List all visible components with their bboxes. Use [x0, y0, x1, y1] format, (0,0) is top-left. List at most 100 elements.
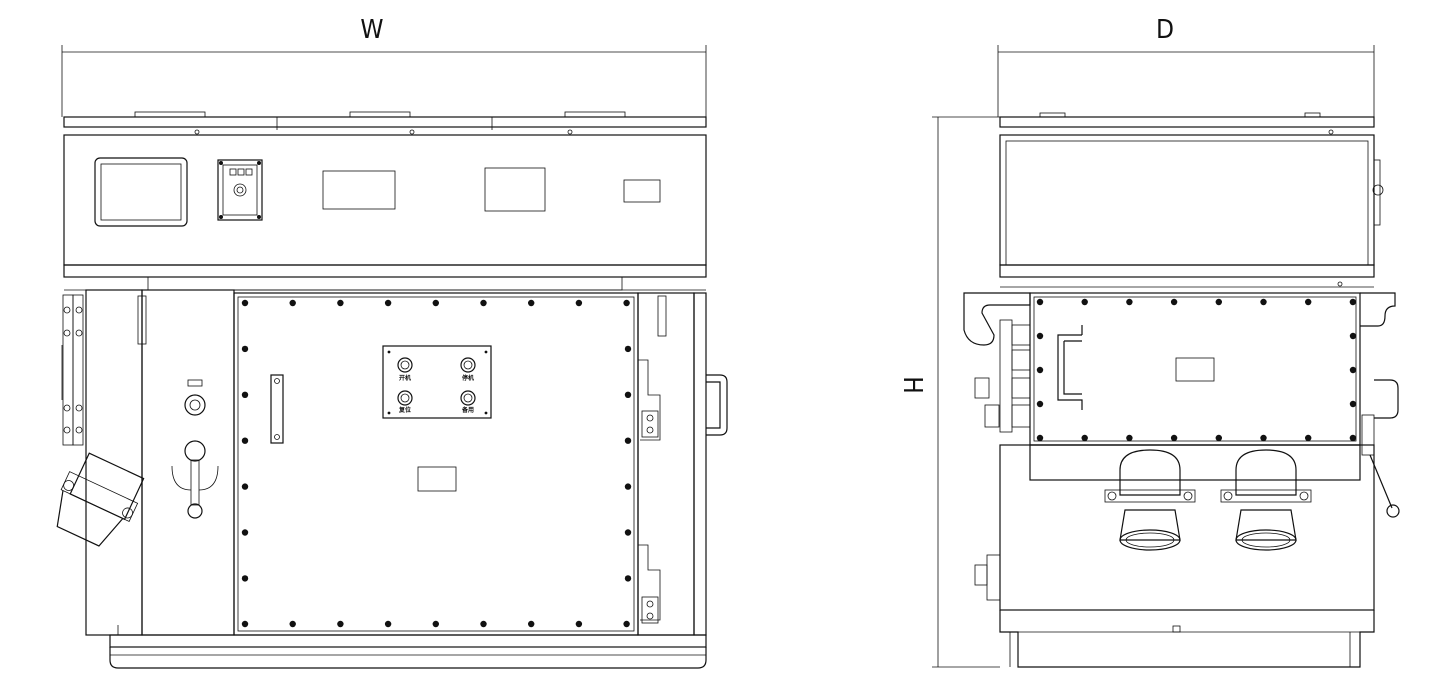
bolt — [623, 620, 630, 628]
bolt — [241, 529, 249, 536]
isolator-handle[interactable] — [171, 440, 219, 519]
right-column — [637, 292, 695, 636]
bolt — [1349, 366, 1357, 374]
side-lower-body — [999, 444, 1375, 611]
bolt — [384, 620, 392, 628]
start-button-label: 开机 — [399, 374, 411, 382]
bolt — [1349, 332, 1357, 340]
main-door — [233, 292, 639, 636]
bolt — [624, 391, 632, 398]
bolt — [1036, 298, 1044, 306]
bolt — [528, 620, 535, 628]
stop-button-label: 停机 — [462, 374, 474, 382]
bolt — [1081, 298, 1088, 306]
bolt — [241, 437, 249, 444]
bolt — [1170, 298, 1178, 306]
bolt — [337, 299, 344, 307]
bolt — [432, 299, 439, 307]
middle-band — [63, 264, 707, 278]
bolt — [241, 620, 249, 628]
bolt — [241, 299, 249, 307]
bolt — [384, 299, 392, 307]
width-label: W — [360, 15, 383, 45]
nameplate-2 — [484, 167, 546, 212]
reset-button[interactable] — [397, 390, 413, 406]
bolt — [480, 620, 487, 628]
side-terminal-box — [1029, 292, 1361, 446]
bolt — [528, 299, 535, 307]
door-bolts — [241, 299, 632, 628]
upper-chamber — [63, 134, 707, 266]
bolt — [337, 620, 344, 628]
side-panel — [141, 289, 235, 636]
side-bolts — [1036, 298, 1357, 442]
spare-button[interactable] — [460, 390, 476, 406]
bolt — [575, 620, 583, 628]
bolt — [1349, 400, 1357, 408]
bolt — [624, 345, 632, 353]
width-dimension: W — [61, 15, 707, 117]
hinge-assembly — [61, 294, 84, 446]
spare-button-label: 备用 — [461, 406, 474, 414]
side-upper-chamber — [999, 134, 1375, 266]
button-panel: 开机 停机 复位 备用 — [382, 345, 492, 419]
bolt — [624, 437, 632, 444]
reset-button-label: 复位 — [398, 406, 411, 414]
base-skid — [109, 634, 707, 648]
display-screen-frame — [94, 157, 188, 227]
bolt — [1305, 298, 1312, 306]
bolt — [624, 483, 632, 490]
side-isolator-handle[interactable] — [1361, 379, 1400, 518]
door-nameplate — [417, 466, 457, 492]
bolt — [1036, 434, 1044, 442]
indicator-lamp — [184, 394, 206, 416]
bolt — [1260, 434, 1267, 442]
bolt — [241, 575, 249, 582]
door-handle[interactable] — [270, 374, 284, 444]
height-label: H — [897, 376, 927, 394]
bolt — [1260, 298, 1267, 306]
bolt — [289, 620, 296, 628]
side-handle[interactable] — [706, 374, 728, 436]
side-box-handle[interactable] — [1057, 325, 1083, 410]
bolt — [624, 529, 632, 536]
bolt — [1215, 434, 1223, 442]
side-cable-glands — [974, 319, 1031, 433]
depth-dimension: D — [997, 15, 1375, 117]
cable-gland-angled — [56, 452, 145, 547]
bolt — [241, 483, 249, 490]
side-base — [999, 610, 1375, 668]
bolt — [241, 345, 249, 353]
left-column — [85, 289, 143, 636]
lifting-lug-left — [963, 292, 1031, 346]
bottom-glands — [1104, 449, 1312, 551]
depth-label: D — [1156, 15, 1174, 45]
bolt — [1215, 298, 1223, 306]
bolt — [1126, 434, 1133, 442]
lid-hinges — [134, 111, 626, 118]
front-view: W — [56, 15, 728, 669]
start-button[interactable] — [397, 357, 413, 373]
height-dimension: H — [897, 116, 1000, 668]
bolt — [1170, 434, 1178, 442]
bolt — [480, 299, 487, 307]
bolt — [575, 299, 583, 307]
display-screen — [100, 163, 182, 221]
keypad — [217, 159, 263, 221]
bolt — [1036, 366, 1044, 374]
bolt — [624, 575, 632, 582]
top-lid — [63, 116, 707, 128]
nameplate-3 — [623, 179, 661, 203]
bolt — [1126, 298, 1133, 306]
nameplate-1 — [322, 170, 396, 210]
bolt — [623, 299, 630, 307]
bolt — [1349, 434, 1357, 442]
stop-button[interactable] — [460, 357, 476, 373]
side-view: D H — [897, 15, 1400, 668]
bolt — [1349, 298, 1357, 306]
bolt — [1305, 434, 1312, 442]
bolt — [432, 620, 439, 628]
bolt — [1081, 434, 1088, 442]
bolt — [1036, 332, 1044, 340]
